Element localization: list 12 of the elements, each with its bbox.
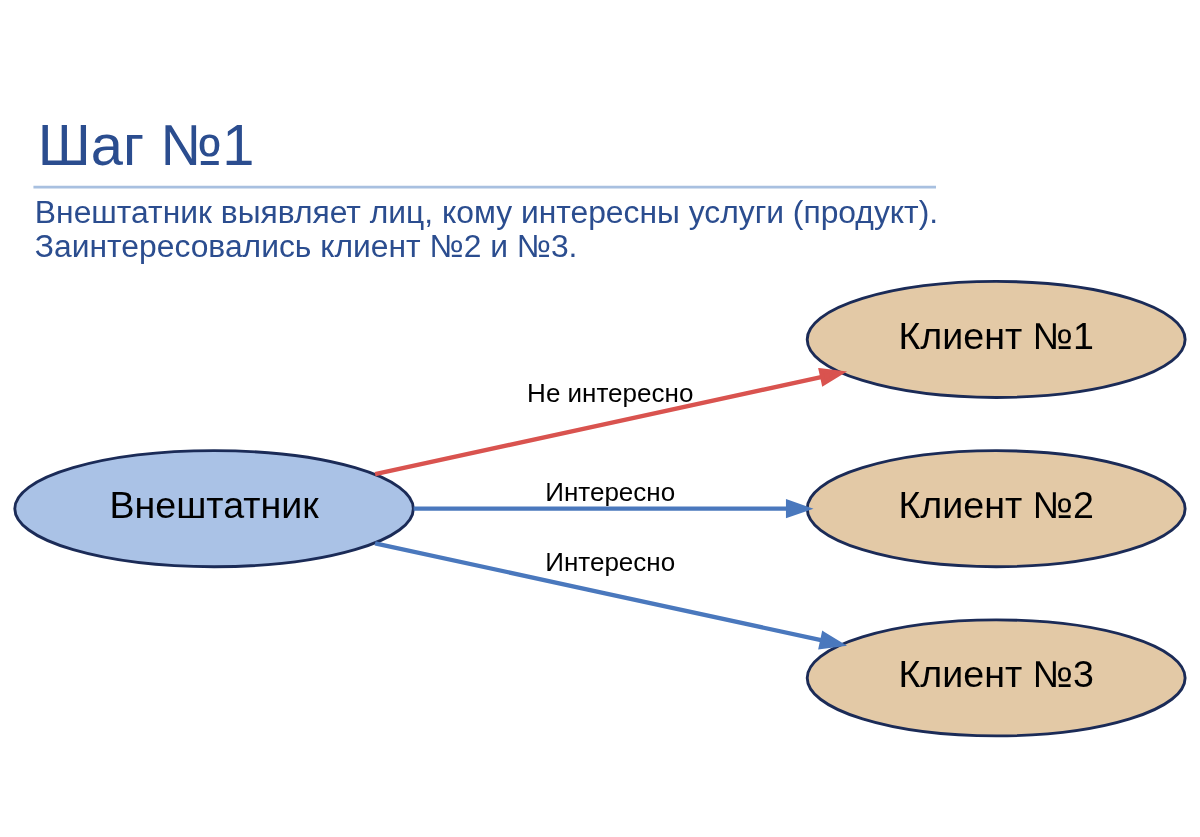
edge-label: Интересно (545, 546, 676, 577)
node-ellipse: Клиент №2 (805, 448, 1187, 568)
arrow (374, 367, 848, 476)
node-ellipse: Внештатник (13, 448, 415, 568)
arrow (374, 540, 848, 649)
edge-label: Интересно (545, 476, 676, 507)
arrow (413, 498, 814, 518)
caption: Внештатник выявляет лиц, кому интересны услуги (продукт). Заинтересовались клиент №2 и №3. (34, 193, 939, 264)
node-ellipse: Клиент №3 (805, 617, 1187, 737)
diagram-title: Шаг №1 (37, 112, 255, 177)
node-ellipse: Клиент №1 (805, 279, 1187, 399)
edge-label: Не интересно (527, 377, 694, 408)
